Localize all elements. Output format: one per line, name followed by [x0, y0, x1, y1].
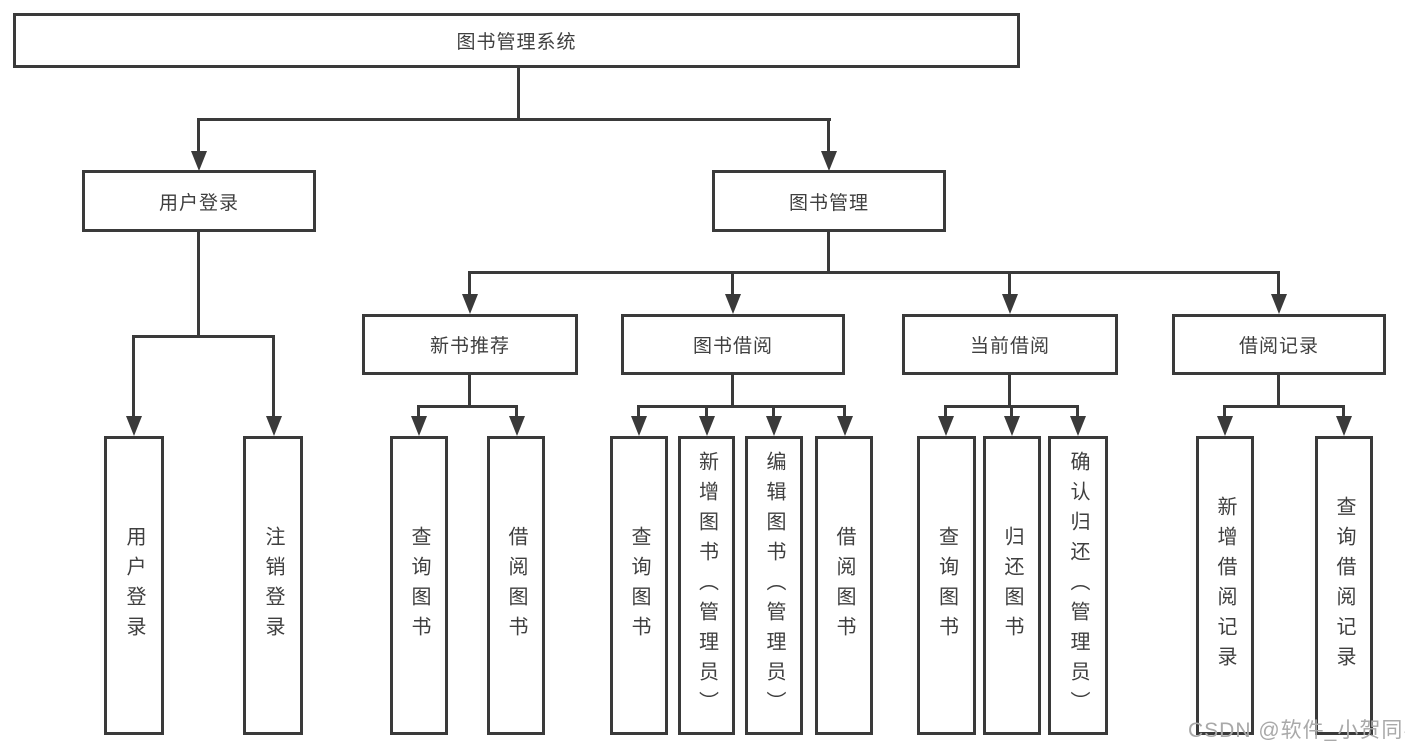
arrowhead-down-icon	[1002, 294, 1018, 314]
connector-vline	[132, 335, 135, 418]
connector-hline	[132, 335, 275, 338]
node-book-borrowing-label: 图书借阅	[692, 336, 773, 357]
leaf-borrowing-edit-books-admin: 编辑图书（管理员）	[745, 436, 803, 735]
leaf-logout: 注销登录	[243, 436, 303, 735]
leaf-borrowing-add-books-admin-label: 新增图书（管理员）	[695, 450, 718, 721]
leaf-records-add-record-label: 新增借阅记录	[1214, 495, 1236, 676]
leaf-current-return-books-label: 归还图书	[1001, 525, 1023, 646]
leaf-borrowing-query-books-label: 查询图书	[628, 525, 650, 646]
connector-vline	[197, 232, 200, 337]
connector-vline	[944, 405, 947, 418]
leaf-recommend-borrow-books-label: 借阅图书	[505, 525, 527, 646]
leaf-current-confirm-return-admin: 确认归还（管理员）	[1048, 436, 1108, 735]
connector-vline	[1010, 405, 1013, 418]
connector-vline	[731, 271, 734, 297]
arrowhead-down-icon	[938, 416, 954, 436]
connector-vline	[272, 335, 275, 418]
leaf-user-login-label: 用户登录	[123, 525, 145, 646]
connector-vline	[772, 405, 775, 418]
connector-vline	[468, 271, 471, 297]
node-new-book-recommend: 新书推荐	[362, 314, 578, 375]
arrowhead-down-icon	[1336, 416, 1352, 436]
connector-vline	[517, 68, 520, 120]
node-book-borrowing: 图书借阅	[621, 314, 845, 375]
leaf-current-query-books: 查询图书	[917, 436, 976, 735]
arrowhead-down-icon	[1271, 294, 1287, 314]
connector-vline	[1076, 405, 1079, 418]
leaf-current-query-books-label: 查询图书	[935, 525, 958, 646]
node-current-borrowing-label: 当前借阅	[969, 336, 1050, 357]
connector-vline	[1277, 375, 1280, 408]
arrowhead-down-icon	[725, 294, 741, 314]
connector-vline	[1008, 271, 1011, 297]
arrowhead-down-icon	[509, 416, 525, 436]
arrowhead-down-icon	[266, 416, 282, 436]
connector-vline	[197, 118, 200, 154]
leaf-user-login: 用户登录	[104, 436, 164, 735]
node-current-borrowing: 当前借阅	[902, 314, 1118, 375]
leaf-borrowing-edit-books-admin-label: 编辑图书（管理员）	[763, 450, 785, 721]
connector-vline	[843, 405, 846, 418]
node-new-book-recommend-label: 新书推荐	[429, 336, 510, 357]
arrowhead-down-icon	[1217, 416, 1233, 436]
leaf-recommend-query-books-label: 查询图书	[408, 525, 430, 646]
leaf-logout-label: 注销登录	[262, 525, 284, 646]
node-user-login-label: 用户登录	[158, 192, 239, 214]
node-root-label: 图书管理系统	[456, 32, 577, 53]
connector-vline	[827, 118, 830, 154]
leaf-records-query-record-label: 查询借阅记录	[1333, 495, 1355, 676]
leaf-current-confirm-return-admin-label: 确认归还（管理员）	[1067, 450, 1089, 721]
node-root-library-system: 图书管理系统	[13, 13, 1020, 68]
connector-vline	[417, 405, 420, 418]
leaf-recommend-query-books: 查询图书	[390, 436, 448, 735]
leaf-current-return-books: 归还图书	[983, 436, 1041, 735]
connector-hline	[1223, 405, 1344, 408]
connector-hline	[637, 405, 846, 408]
connector-hline	[417, 405, 518, 408]
connector-vline	[827, 232, 830, 273]
connector-vline	[705, 405, 708, 418]
leaf-borrowing-borrow-books-label: 借阅图书	[833, 525, 855, 646]
arrowhead-down-icon	[631, 416, 647, 436]
connector-vline	[1277, 271, 1280, 297]
arrowhead-down-icon	[699, 416, 715, 436]
node-user-login: 用户登录	[82, 170, 316, 232]
arrowhead-down-icon	[766, 416, 782, 436]
connector-vline	[468, 375, 471, 408]
arrowhead-down-icon	[411, 416, 427, 436]
connector-hline	[468, 271, 1280, 274]
leaf-borrowing-query-books: 查询图书	[610, 436, 668, 735]
arrowhead-down-icon	[191, 151, 207, 171]
node-book-management: 图书管理	[712, 170, 946, 232]
leaf-borrowing-add-books-admin: 新增图书（管理员）	[678, 436, 735, 735]
leaf-records-add-record: 新增借阅记录	[1196, 436, 1254, 735]
arrowhead-down-icon	[837, 416, 853, 436]
connector-vline	[515, 405, 518, 418]
leaf-recommend-borrow-books: 借阅图书	[487, 436, 545, 735]
connector-hline	[197, 118, 831, 121]
leaf-records-query-record: 查询借阅记录	[1315, 436, 1373, 735]
arrowhead-down-icon	[462, 294, 478, 314]
node-borrowing-records-label: 借阅记录	[1238, 336, 1319, 357]
connector-vline	[637, 405, 640, 418]
node-borrowing-records: 借阅记录	[1172, 314, 1386, 375]
arrowhead-down-icon	[1070, 416, 1086, 436]
connector-vline	[1342, 405, 1345, 418]
leaf-borrowing-borrow-books: 借阅图书	[815, 436, 873, 735]
csdn-watermark: CSDN @软件_小贺同学	[1188, 719, 1405, 742]
arrowhead-down-icon	[126, 416, 142, 436]
arrowhead-down-icon	[821, 151, 837, 171]
connector-vline	[1223, 405, 1226, 418]
arrowhead-down-icon	[1004, 416, 1020, 436]
node-book-management-label: 图书管理	[788, 192, 869, 214]
connector-vline	[731, 375, 734, 408]
connector-vline	[1008, 375, 1011, 408]
